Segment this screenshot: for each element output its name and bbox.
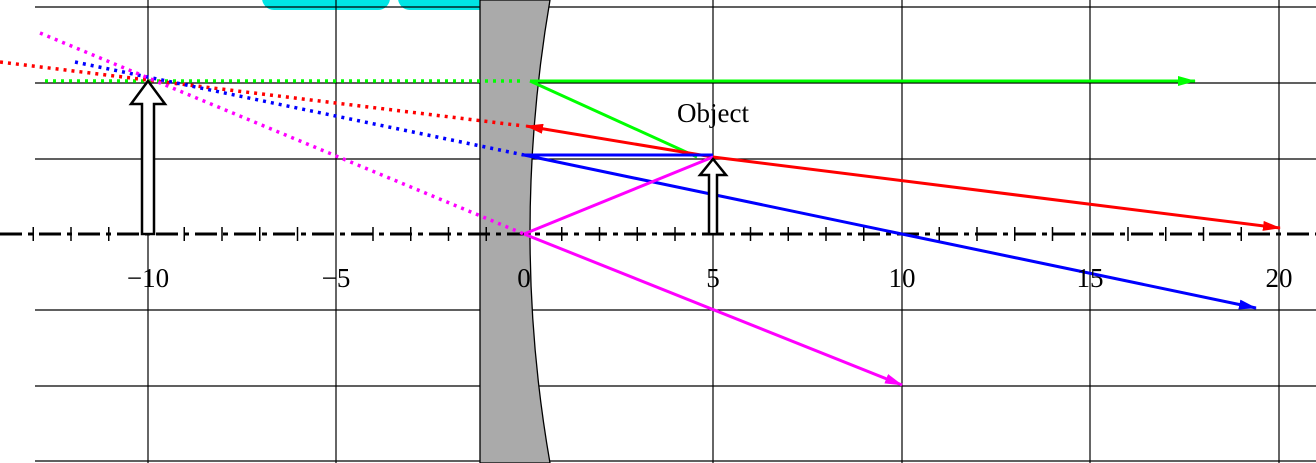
tick-label-15: 15 <box>1077 263 1104 293</box>
object-label: Object <box>677 98 749 128</box>
virtual-ray-extensions <box>0 31 525 236</box>
tick-label-10: 10 <box>889 263 916 293</box>
red-ray <box>525 123 1281 231</box>
magenta-ray <box>523 155 903 387</box>
red-virtual-ray <box>0 60 525 128</box>
x-axis-tick-labels: −10 −5 0 5 10 15 20 <box>127 263 1293 293</box>
magenta-virtual-ray <box>39 31 525 236</box>
top-tab-left[interactable] <box>262 0 390 10</box>
image-arrow <box>128 78 168 236</box>
tick-label-0: 0 <box>517 263 531 293</box>
tick-label-20: 20 <box>1266 263 1293 293</box>
tick-label-neg5: −5 <box>322 263 351 293</box>
tick-label-5: 5 <box>706 263 720 293</box>
green-ray <box>529 76 1196 159</box>
horizontal-grid <box>35 6 1316 462</box>
blue-ray <box>523 153 1257 310</box>
object-arrow <box>697 157 729 236</box>
axis-minor-ticks <box>32 227 1242 241</box>
tick-label-neg10: −10 <box>127 263 169 293</box>
